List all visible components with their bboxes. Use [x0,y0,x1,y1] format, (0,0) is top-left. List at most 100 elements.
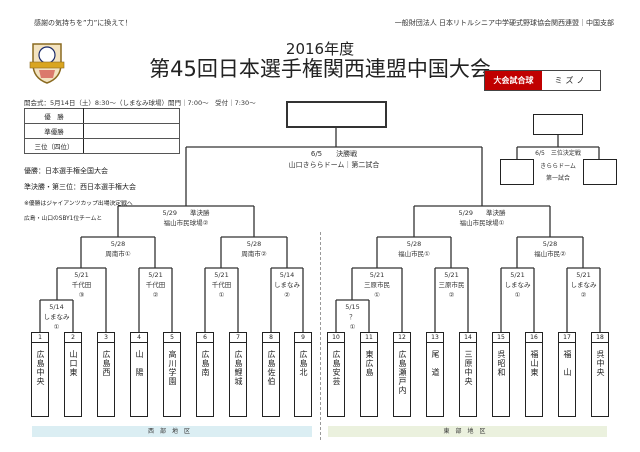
team-number: 16 [526,333,542,343]
team-slot: 2 山口東 [64,332,82,417]
match-label-line: ？ [349,313,356,321]
slogan: 感謝の気持ちを”力”に換えて！ [34,19,132,27]
match-label-line: 5/28 [542,240,558,248]
opening-ceremony-info: 開会式：5月14日（土）8:30～（しまなみ球場）開門｜7:00～ 受付｜7:3… [24,99,256,107]
results-table: 優 勝 準優勝 三位（四位） [24,108,180,154]
team-number: 11 [361,333,377,343]
team-slot: 9 広島北 [294,332,312,417]
third-name: 三位決定戦 [550,150,581,157]
match-label-line: 千代田 [145,281,166,289]
match-label-line: しまなみ [43,313,70,321]
match-label-w_qf2: 5/28 周南市② [221,239,287,259]
result-value [83,138,180,154]
match-label-line: 5/14 [49,303,64,311]
official-ball-box: 大会試合球 ミズノ [484,70,601,91]
team-slot: 3 広島西 [97,332,115,417]
event-year: 2016年度 [285,40,355,58]
team-number: 6 [197,333,213,343]
match-label-w_qf1: 5/28 周南市① [81,239,155,259]
match-label-line: 5/29 準決勝 [458,209,506,217]
team-name: 呉昭和 [497,350,506,377]
team-number: 3 [98,333,114,343]
match-label-line: ① [374,291,380,299]
match-label-w_r1: 5/14 しまなみ ① [40,302,73,332]
match-label-line: ② [152,291,159,299]
team-number: 7 [230,333,246,343]
third-place-label: 6/5 三位決定戦 きららドーム 第一試合 [500,148,616,186]
match-label-line: 福山市民① [398,250,430,258]
note-line: 優勝：日本選手権全国大会 [24,167,108,175]
final-date: 6/5 [310,150,323,158]
match-label-line: しまなみ [570,281,597,289]
match-label-line: ① [349,323,356,331]
match-label-line: 5/21 [510,271,525,279]
match-label-line: 5/21 [369,271,385,279]
team-name: 広島南 [201,350,210,377]
match-label-line: ② [580,291,587,299]
match-label-line: 福山市民球場② [163,219,209,227]
result-row-third: 三位（四位） [24,138,180,154]
match-label-line: 5/28 [406,240,422,248]
team-number: 9 [295,333,311,343]
match-label-line: 周南市② [241,250,267,258]
third-date: 6/5 [535,150,545,157]
match-label-line: 千代田 [71,281,92,289]
team-slot: 7 広島鯉城 [229,332,247,417]
third-place-team-left [500,159,534,185]
team-name: 広島西 [102,350,111,377]
team-number: 14 [460,333,476,343]
match-label-line: 三原市民 [364,281,390,289]
match-label-line: ③ [78,291,85,299]
team-name: 東広島 [365,350,374,377]
match-label-line: 5/28 [246,240,262,248]
team-name: 山口東 [69,350,78,377]
match-label-line: 5/28 [110,240,126,248]
match-label-e_r2c: 5/21 しまなみ ① [501,270,534,300]
match-label-line: 福山市民球場① [459,219,505,227]
team-name: 尾 道 [431,350,440,377]
match-label-w_r2a: 5/21 千代田 ③ [57,270,106,300]
match-label-e_qf1: 5/28 福山市民① [377,239,451,259]
third-venue: きららドーム [540,162,576,170]
note-line: 広島・山口のSBY1位チームと [24,216,103,222]
note-line: 準決勝・第三位：西日本選手権大会 [24,183,136,191]
match-label-line: 5/21 [74,271,89,279]
team-name: 三原中央 [464,350,473,386]
match-label-line: 千代田 [211,281,232,289]
match-label-w_sf: 5/29 準決勝福山市民球場② [118,208,254,228]
match-label-line: ① [53,323,60,331]
match-label-line: しまなみ [274,281,300,289]
match-label-e_sf: 5/29 準決勝福山市民球場① [414,208,550,228]
team-number: 15 [493,333,509,343]
match-label-line: 三原市民 [438,281,465,289]
note-line: ※優勝はジャイアンツカップ出場決定戦へ [24,201,133,207]
match-label-e_r1: 5/15？① [336,302,369,332]
official-ball-value: ミズノ [554,76,588,85]
league-logo [29,40,65,84]
team-number: 12 [394,333,410,343]
match-label-line: 周南市① [105,250,131,258]
organization-name: 一般財団法人 日本リトルシニア中学硬式野球協会関西連盟｜中国支部 [394,19,614,27]
match-label-line: ① [514,291,521,299]
team-name: 広島北 [299,350,308,377]
match-label-line: 福山市民② [534,250,566,258]
team-number: 2 [65,333,81,343]
team-name: 広島中央 [36,350,45,386]
match-label-line: しまなみ [504,281,531,289]
result-row-champion: 優 勝 [24,108,180,124]
match-label-line: 5/14 [279,271,295,279]
third-place-box [533,114,583,135]
team-name: 福 山 [563,350,572,377]
team-name: 広島鯉城 [234,350,243,386]
region-east: 東部地区 [328,426,607,437]
match-label-e_r2a: 5/21 三原市民 ① [352,270,402,300]
